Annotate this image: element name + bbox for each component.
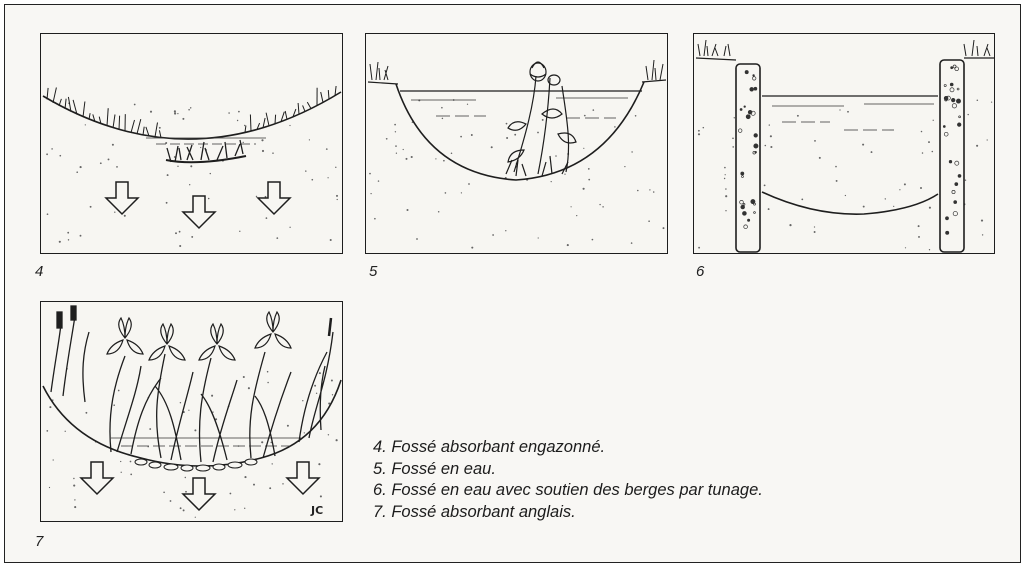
illustration-sheet: 4 bbox=[4, 4, 1021, 563]
legend-item-5: 5. Fossé en eau. bbox=[373, 459, 763, 481]
figure-5-number: 5 bbox=[369, 263, 377, 280]
figure-7-number: 7 bbox=[35, 533, 43, 550]
downward-arrow-icon bbox=[183, 478, 215, 510]
right-post bbox=[940, 60, 964, 252]
left-post bbox=[736, 64, 760, 252]
figure-legend: 4. Fossé absorbant engazonné. 5. Fossé e… bbox=[373, 437, 763, 523]
legend-item-6: 6. Fossé en eau avec soutien des berges … bbox=[373, 480, 763, 502]
figure-5-drawing bbox=[366, 34, 668, 254]
legend-item-7: 7. Fossé absorbant anglais. bbox=[373, 502, 763, 524]
downward-arrow-icon bbox=[183, 196, 215, 228]
downward-arrow-icon bbox=[81, 462, 113, 494]
figure-4-number: 4 bbox=[35, 263, 43, 280]
downward-arrow-icon bbox=[287, 462, 319, 494]
figure-6-panel bbox=[693, 33, 995, 254]
figure-6-number: 6 bbox=[696, 263, 704, 280]
figure-4-drawing bbox=[41, 34, 343, 254]
downward-arrow-icon bbox=[106, 182, 138, 214]
figure-7-drawing: JC bbox=[41, 302, 343, 522]
figure-6-drawing bbox=[694, 34, 995, 254]
figure-5-panel bbox=[365, 33, 668, 254]
downward-arrow-icon bbox=[258, 182, 290, 214]
legend-item-4: 4. Fossé absorbant engazonné. bbox=[373, 437, 763, 459]
figure-7-panel: JC bbox=[40, 301, 343, 522]
figure-4-panel bbox=[40, 33, 343, 254]
artist-signature: JC bbox=[310, 504, 323, 517]
